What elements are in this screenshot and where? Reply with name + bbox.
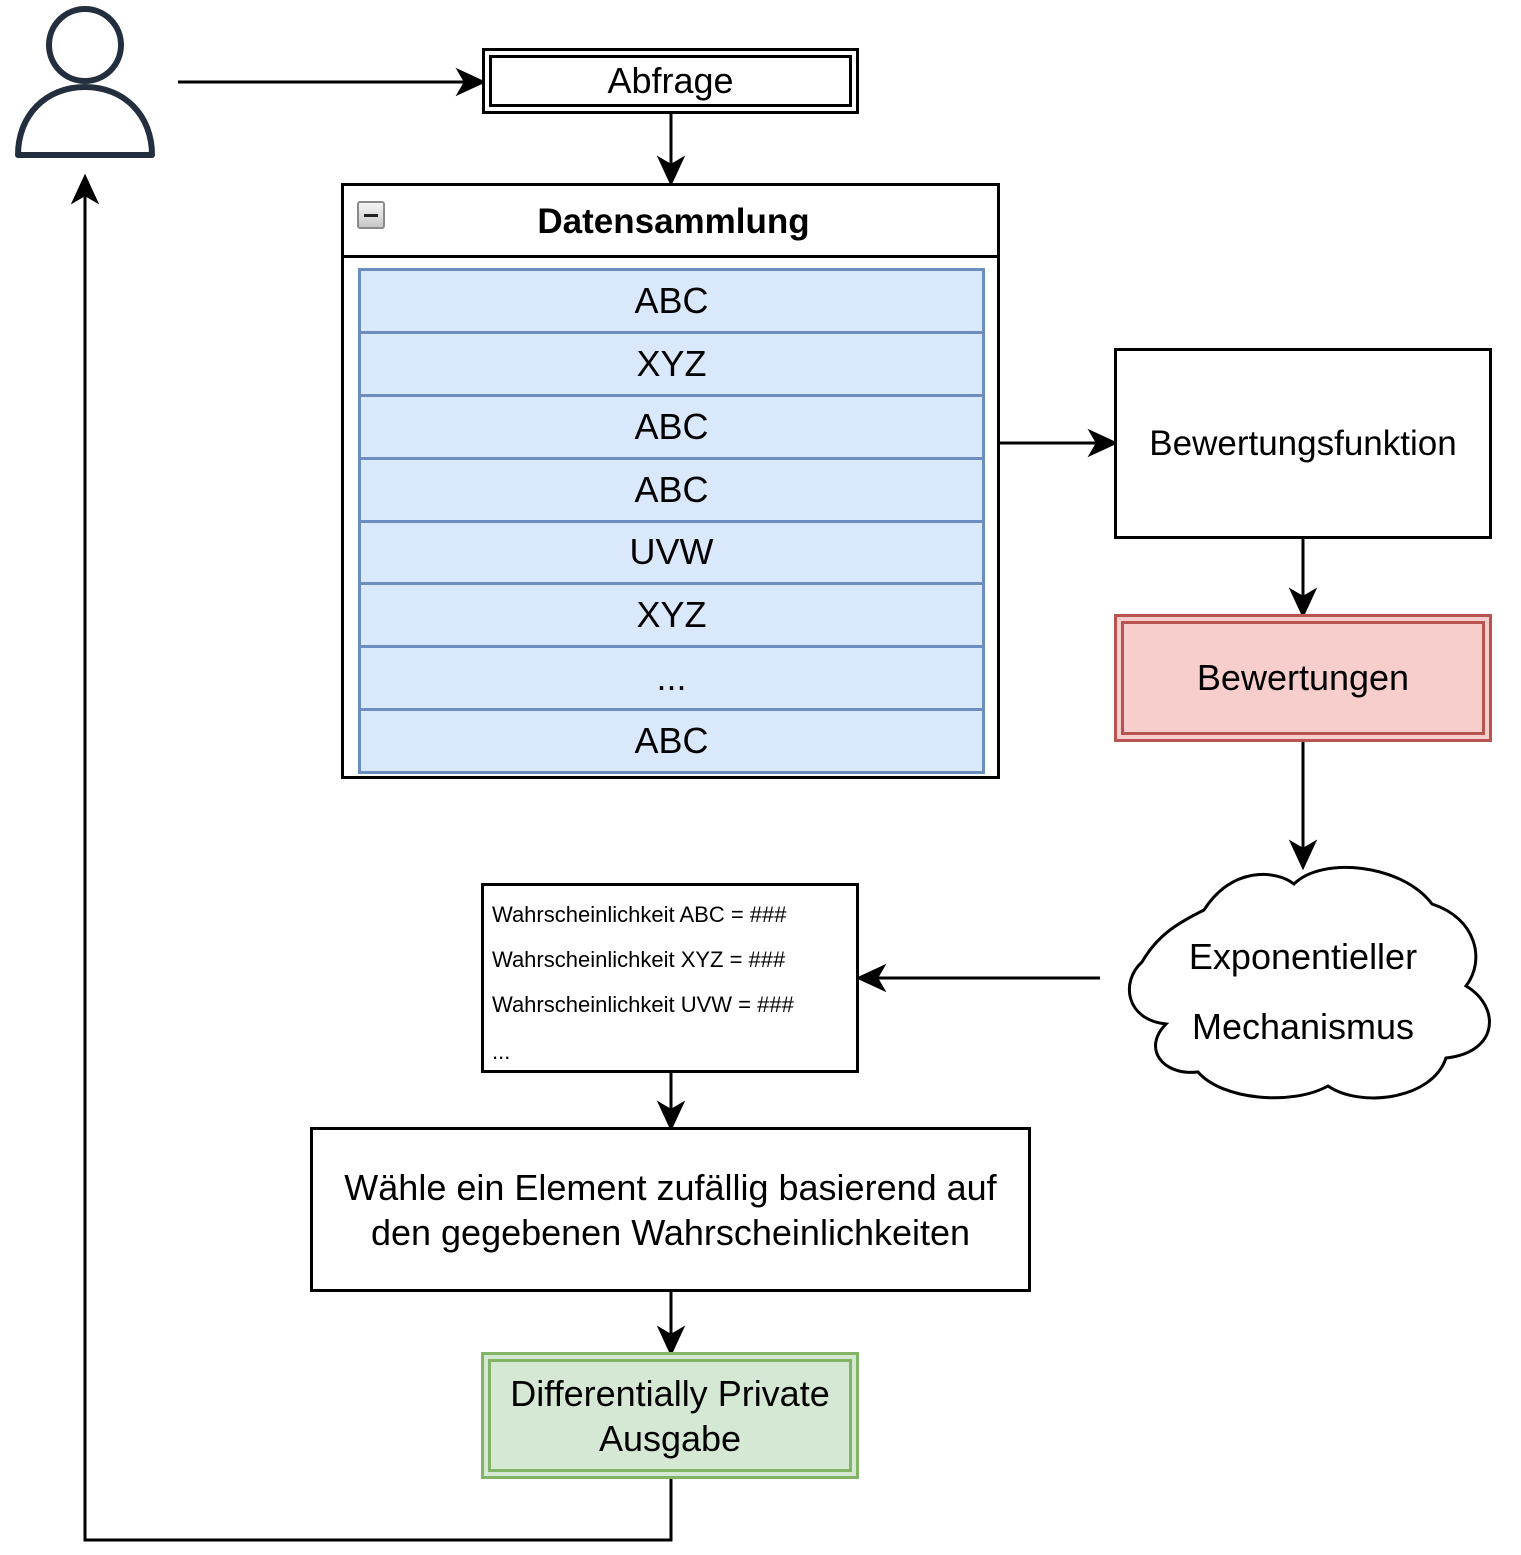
- probabilities-box: Wahrscheinlichkeit ABC = ### Wahrscheinl…: [481, 883, 859, 1073]
- arrowhead-user: [70, 173, 100, 205]
- output-box-inner: Differentially Private Ausgabe: [488, 1359, 852, 1472]
- dataset-header: Datensammlung: [344, 186, 997, 258]
- minus-icon[interactable]: [357, 201, 385, 229]
- dataset-row: ABC: [358, 393, 985, 460]
- selection-label-line1: Wähle ein Element zufällig basierend auf: [344, 1166, 997, 1208]
- mechanism-label: Exponentieller Mechanismus: [1122, 922, 1484, 1062]
- arrowhead-selection: [656, 1100, 686, 1132]
- arrowhead-scoring: [1087, 428, 1119, 458]
- mechanism-cloud: [1127, 866, 1491, 1100]
- dataset-row: ABC: [358, 456, 985, 523]
- arrowhead-query: [455, 67, 487, 97]
- arrow-output-to-user: [83, 188, 673, 1542]
- dataset-row: XYZ: [358, 330, 985, 397]
- scoring-function-box: Bewertungsfunktion: [1114, 348, 1492, 539]
- scores-label: Bewertungen: [1196, 657, 1410, 698]
- dataset-row: UVW: [358, 519, 985, 586]
- mechanism-label-line1: Exponentieller: [1188, 936, 1418, 977]
- dataset-row: ...: [358, 645, 985, 712]
- dataset-title: Datensammlung: [537, 202, 810, 241]
- arrowhead-probabilities: [855, 963, 887, 993]
- query-box: Abfrage: [482, 48, 859, 114]
- probability-line: Wahrscheinlichkeit UVW = ###: [492, 992, 794, 1017]
- output-label-line1: Differentially Private: [510, 1372, 830, 1414]
- selection-box: Wähle ein Element zufällig basierend auf…: [310, 1127, 1031, 1292]
- probability-line: Wahrscheinlichkeit XYZ = ###: [492, 947, 786, 972]
- mechanism-label-line2: Mechanismus: [1191, 1006, 1415, 1047]
- arrowhead-output: [656, 1325, 686, 1357]
- scores-box: Bewertungen: [1114, 614, 1492, 742]
- query-label: Abfrage: [607, 60, 734, 101]
- scores-box-inner: Bewertungen: [1121, 621, 1485, 735]
- probability-line: ...: [492, 1039, 511, 1064]
- scoring-function-label: Bewertungsfunktion: [1149, 423, 1457, 463]
- dataset-row: XYZ: [358, 582, 985, 649]
- probability-line: Wahrscheinlichkeit ABC = ###: [492, 902, 787, 927]
- selection-label-line2: den gegebenen Wahrscheinlichkeiten: [370, 1211, 971, 1253]
- output-label-line2: Ausgabe: [598, 1417, 742, 1459]
- dataset-row: ABC: [358, 268, 985, 334]
- arrowhead-dataset: [656, 155, 686, 187]
- arrowhead-scores: [1288, 587, 1318, 619]
- minus-icon-bar: [364, 214, 378, 217]
- query-box-inner: Abfrage: [489, 55, 852, 107]
- user-icon: [15, 6, 155, 158]
- output-box: Differentially Private Ausgabe: [481, 1352, 859, 1479]
- dataset-row: ABC: [358, 708, 985, 774]
- arrowhead-mechanism: [1288, 839, 1318, 871]
